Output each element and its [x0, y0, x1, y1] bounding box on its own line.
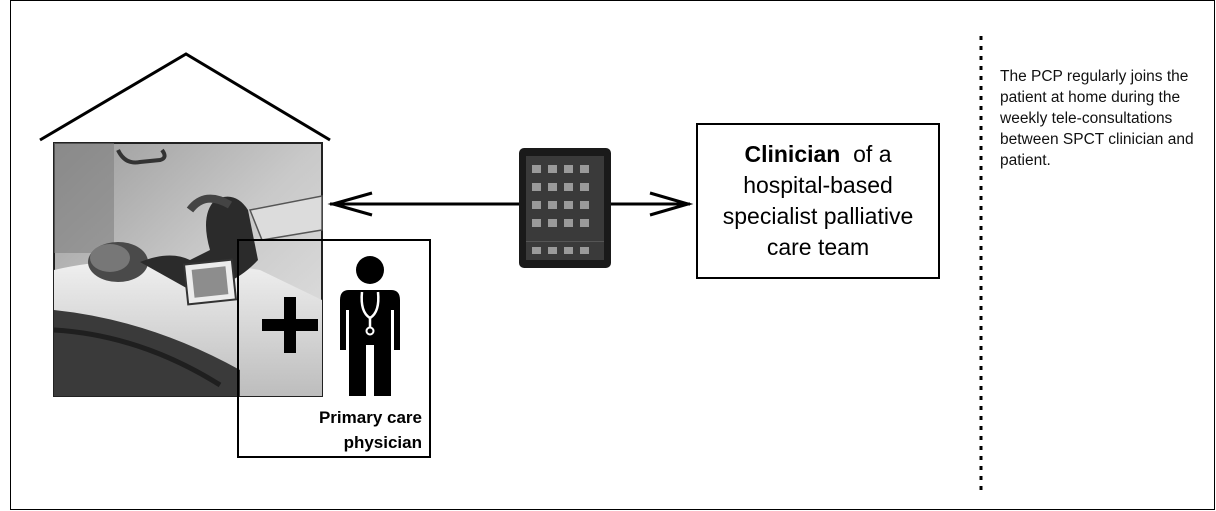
clinician-title: Clinician	[744, 141, 841, 167]
diagram-frame	[10, 0, 1215, 510]
pcp-label: Primary care physician	[262, 405, 422, 455]
house-roof	[39, 52, 331, 142]
tablet-icon	[519, 148, 611, 268]
side-note: The PCP regularly joins the patient at h…	[1000, 68, 1194, 169]
doctor-icon	[340, 256, 400, 396]
pcp-label-line1: Primary care	[318, 408, 422, 427]
clinician-box: Clinician of a hospital-based specialist…	[696, 123, 940, 279]
clinician-description: of a hospital-based specialist palliativ…	[722, 141, 914, 260]
plus-icon	[262, 297, 318, 353]
clinician-text: Clinician of a hospital-based specialist…	[706, 139, 930, 263]
patient-photo	[53, 142, 323, 397]
pcp-box	[237, 239, 431, 458]
double-arrow	[327, 191, 694, 217]
pcp-label-line2: physician	[343, 433, 422, 452]
